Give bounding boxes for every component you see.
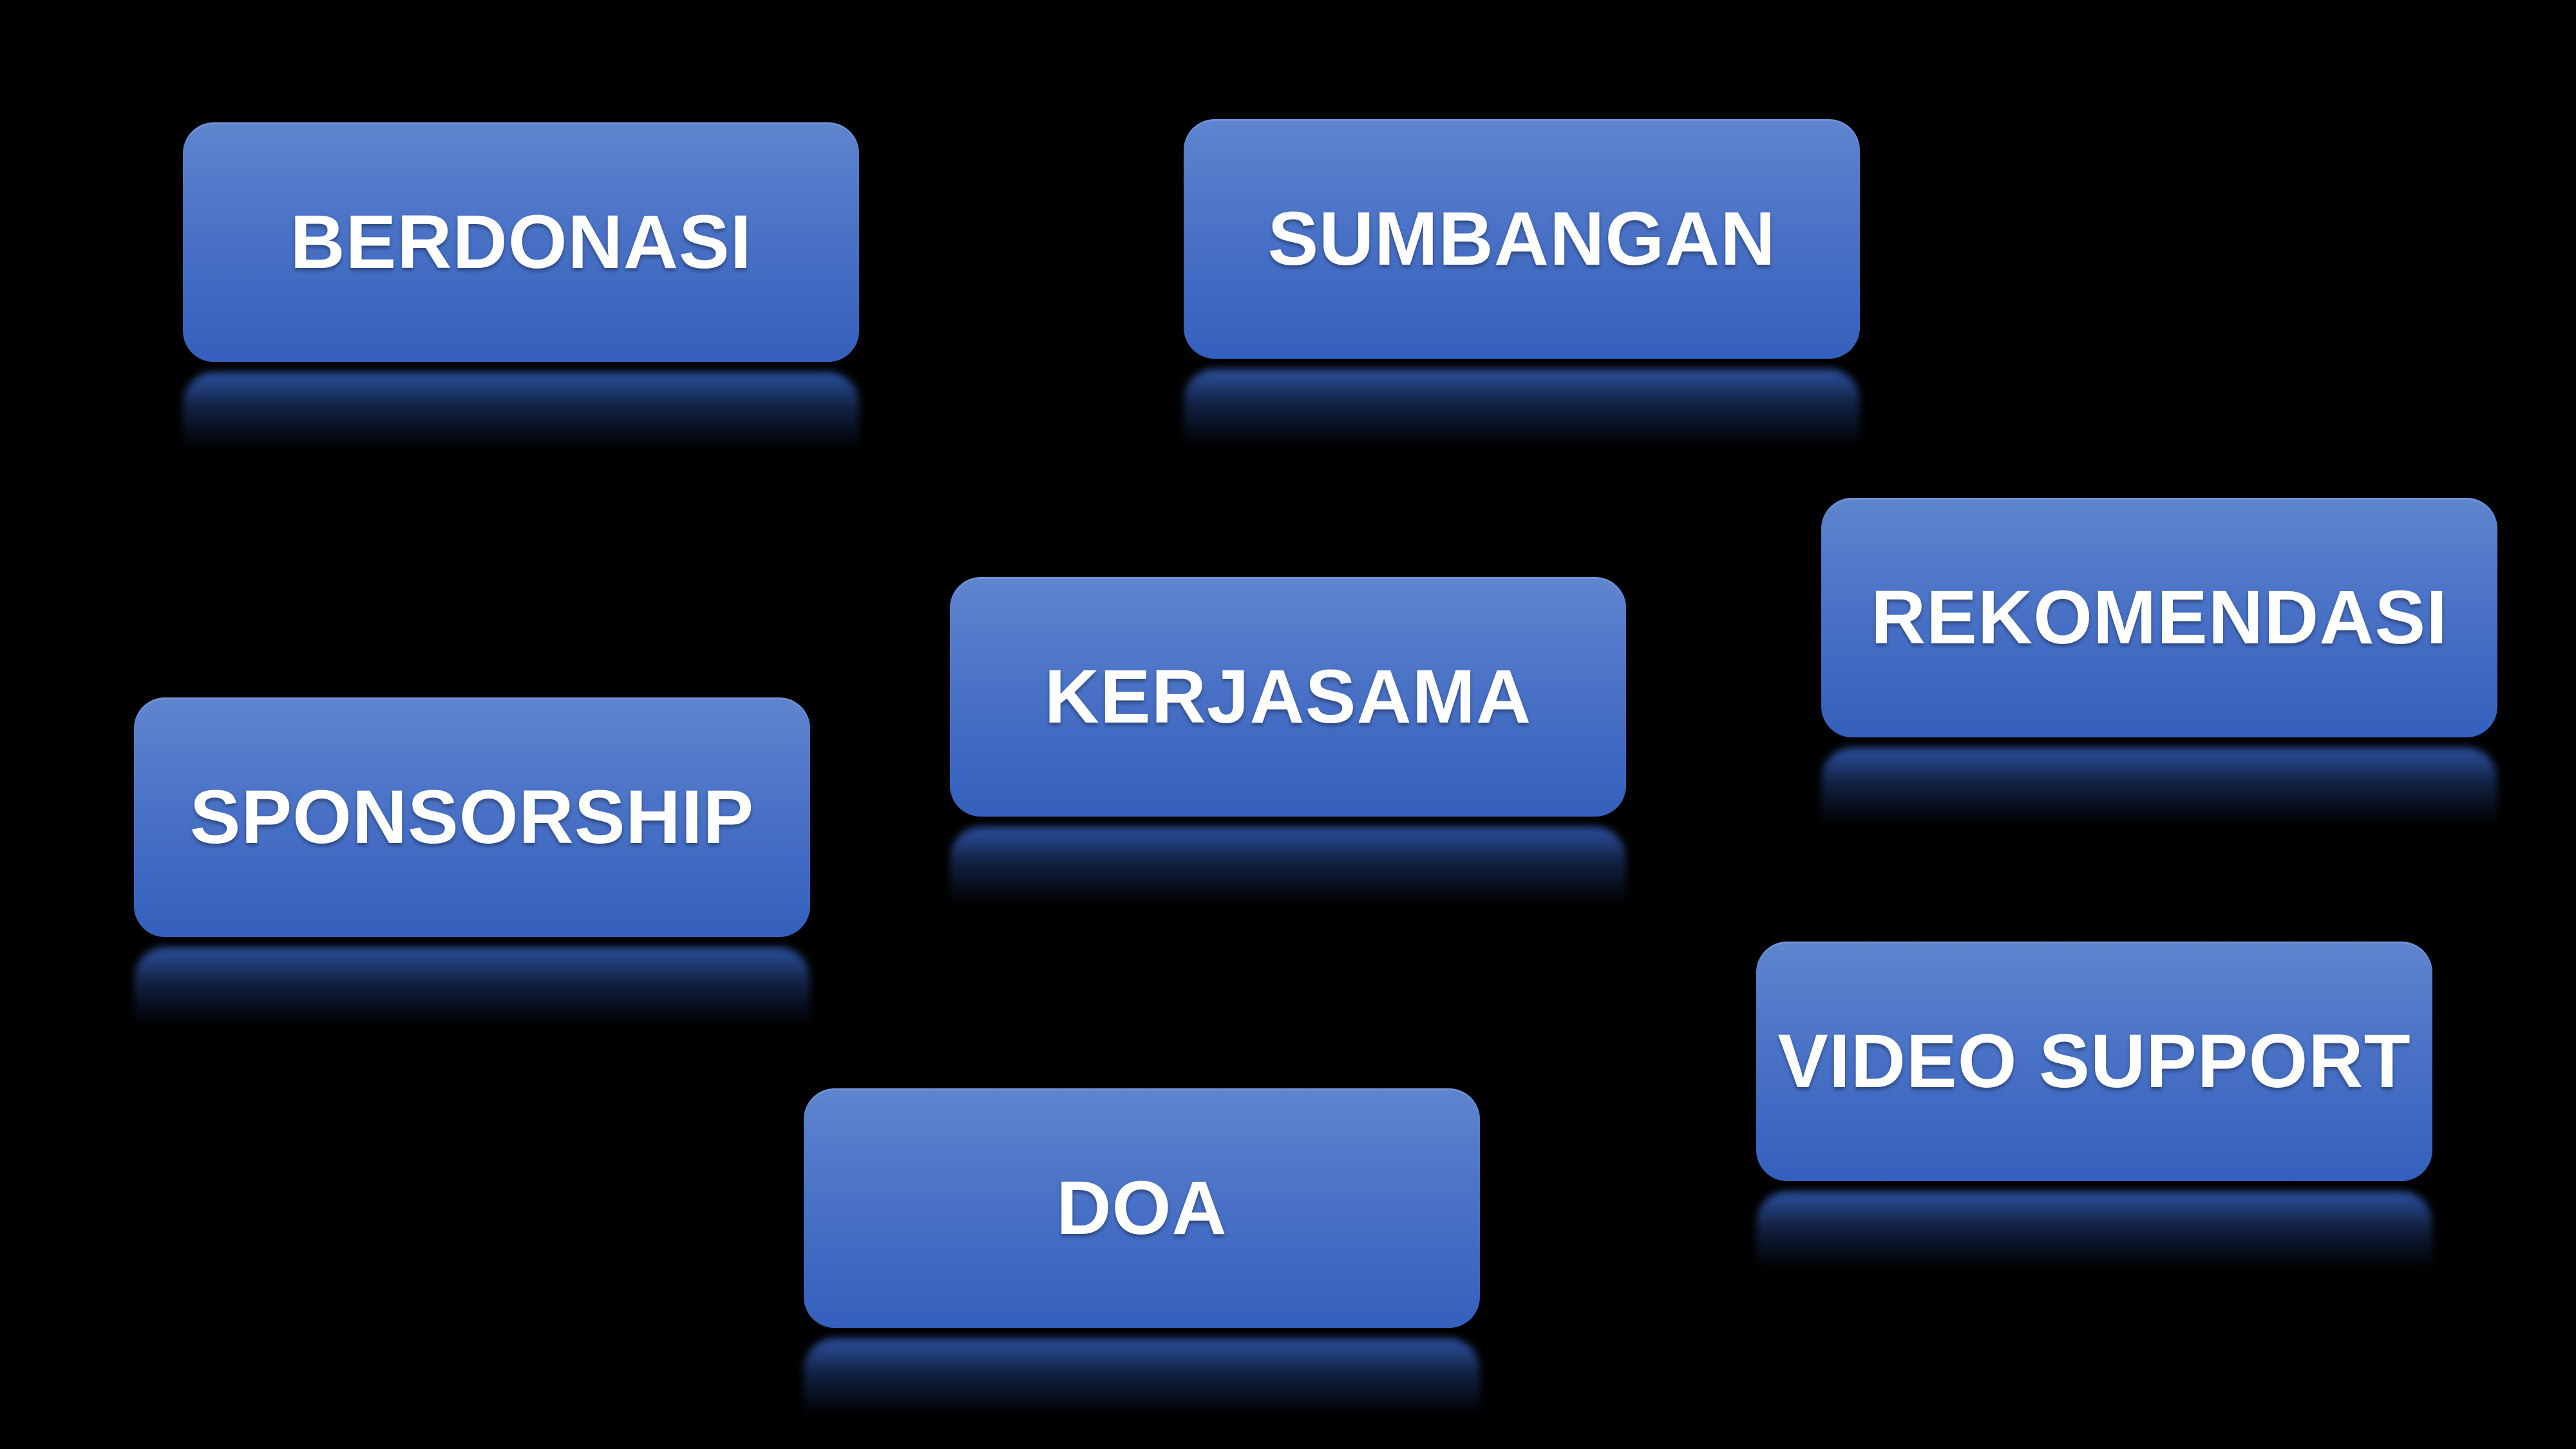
button-label: DOA xyxy=(1056,1166,1227,1251)
button-reflection xyxy=(804,1338,1480,1416)
button-reflection xyxy=(1756,1191,2432,1269)
button-label: BERDONASI xyxy=(290,200,752,285)
button-reflection xyxy=(950,827,1626,904)
button-reflection xyxy=(183,372,859,450)
button-label: SUMBANGAN xyxy=(1267,196,1776,281)
button-label: REKOMENDASI xyxy=(1870,575,2448,660)
button-reflection xyxy=(1821,748,2497,825)
video-support-button[interactable]: VIDEO SUPPORT xyxy=(1756,942,2432,1181)
button-reflection xyxy=(1184,369,1860,446)
rekomendasi-button[interactable]: REKOMENDASI xyxy=(1821,498,2497,737)
button-label: VIDEO SUPPORT xyxy=(1777,1019,2411,1104)
sponsorship-button[interactable]: SPONSORSHIP xyxy=(134,697,810,937)
doa-button[interactable]: DOA xyxy=(804,1088,1480,1328)
button-reflection xyxy=(134,947,810,1025)
kerjasama-button[interactable]: KERJASAMA xyxy=(950,577,1626,817)
berdonasi-button[interactable]: BERDONASI xyxy=(183,122,859,362)
sumbangan-button[interactable]: SUMBANGAN xyxy=(1184,119,1860,359)
button-label: SPONSORSHIP xyxy=(189,775,755,860)
button-label: KERJASAMA xyxy=(1044,654,1532,739)
